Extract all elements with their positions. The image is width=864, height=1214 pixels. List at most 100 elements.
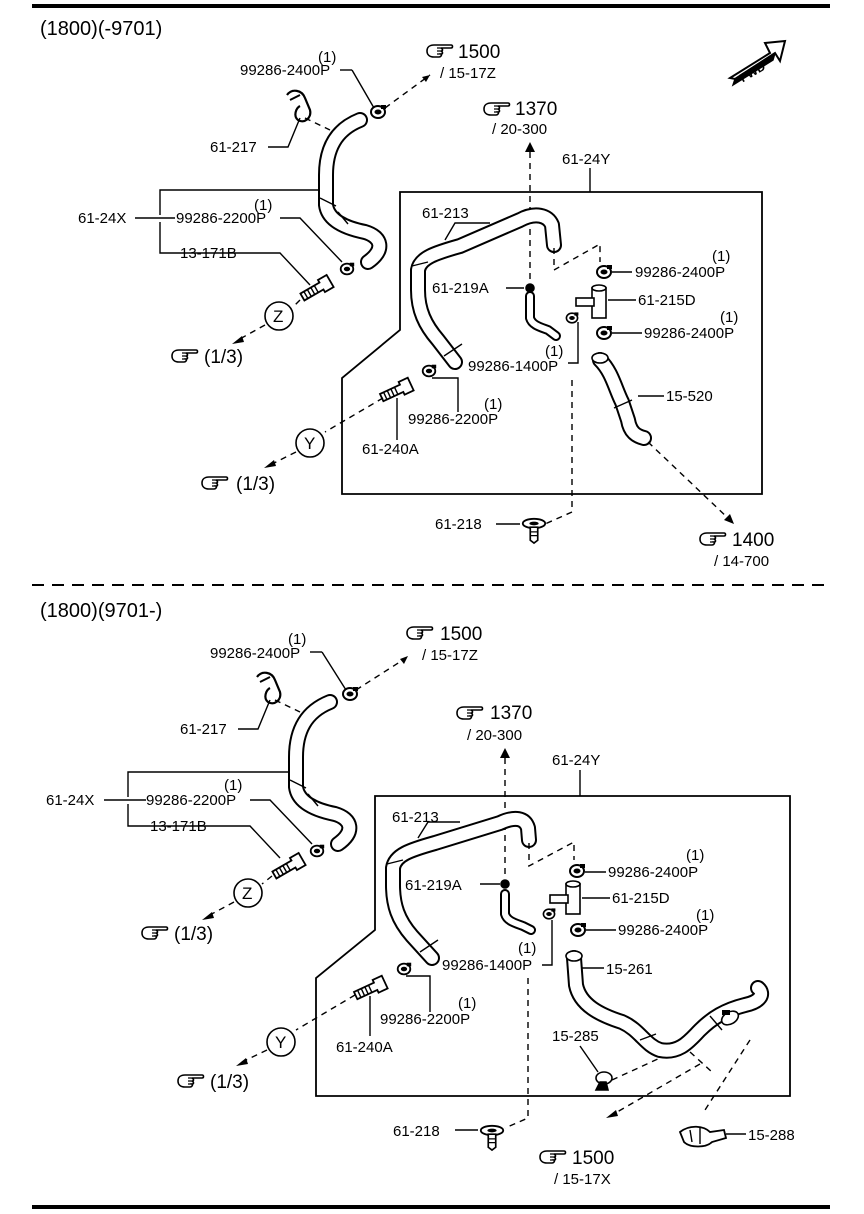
circle-z-label: Z bbox=[242, 884, 252, 903]
qty-clamp-x: (1) bbox=[224, 777, 242, 794]
section-1: (1800)(-9701) FWD 99286-2400P (1) 61-217 bbox=[32, 4, 830, 570]
label-clip-218: 61-218 bbox=[435, 516, 482, 533]
circle-y-label: Y bbox=[275, 1033, 286, 1052]
reference-hand-icon bbox=[201, 476, 229, 490]
hose-clamp-end-icon bbox=[720, 1010, 740, 1026]
label-bracket: 61-217 bbox=[180, 721, 227, 738]
label-clamp-22b: 99286-2200P bbox=[408, 411, 498, 428]
joint-icon bbox=[575, 284, 607, 319]
clamp-icon bbox=[565, 311, 580, 324]
label-fitting-219a: 61-219A bbox=[405, 877, 462, 894]
section-2: (1800)(9701-) 99286-2400P (1) 61-217 150… bbox=[40, 600, 795, 1188]
circle-z bbox=[233, 878, 263, 908]
assembly-box-61-24y bbox=[341, 191, 763, 495]
label-clamp-top: 99286-2400P bbox=[210, 645, 300, 662]
label-fitting-240a: 61-240A bbox=[336, 1039, 393, 1056]
clamp-icon bbox=[596, 264, 613, 279]
clamp-icon bbox=[421, 363, 438, 378]
clamp-icon bbox=[570, 922, 587, 937]
label-clamp-u2: 99286-2400P bbox=[644, 325, 734, 342]
label-fitting-x: 13-171B bbox=[150, 818, 207, 835]
frac-y: (1/3) bbox=[236, 474, 275, 495]
label-hose-low: 15-520 bbox=[666, 388, 713, 405]
ref-low-sub: / 15-17X bbox=[554, 1171, 611, 1188]
fitting-icon bbox=[377, 376, 415, 405]
label-clamp-14: 99286-1400P bbox=[468, 358, 558, 375]
reference-hand-icon bbox=[177, 1074, 205, 1088]
fitting-icon bbox=[270, 852, 307, 882]
section-2-header: (1800)(9701-) bbox=[40, 600, 162, 622]
circle-z-label: Z bbox=[273, 307, 283, 326]
ref-low-num: 1500 bbox=[572, 1148, 614, 1169]
ref-low-num: 1400 bbox=[732, 530, 774, 551]
clamp-icon bbox=[542, 907, 557, 920]
frac-z: (1/3) bbox=[174, 924, 213, 945]
label-bracket: 61-217 bbox=[210, 139, 257, 156]
label-clamp-u1: 99286-2400P bbox=[608, 864, 698, 881]
ref-low-sub: / 14-700 bbox=[714, 553, 769, 570]
label-joint-215d: 61-215D bbox=[638, 292, 696, 309]
push-clip-icon bbox=[479, 1124, 505, 1152]
label-clamp-top: 99286-2400P bbox=[240, 62, 330, 79]
qty-clamp-22b: (1) bbox=[484, 396, 502, 413]
qty-clamp-u1: (1) bbox=[686, 847, 704, 864]
qty-clamp-x: (1) bbox=[254, 197, 272, 214]
reference-hand-icon bbox=[456, 706, 484, 720]
ref-1500-sub: / 15-17Z bbox=[440, 65, 496, 82]
reference-hand-icon bbox=[699, 532, 727, 546]
ref-1370-num: 1370 bbox=[515, 99, 557, 120]
label-clamp-22b: 99286-2200P bbox=[380, 1011, 470, 1028]
circle-y-label: Y bbox=[304, 434, 315, 453]
qty-clamp-u2: (1) bbox=[696, 907, 714, 924]
qty-clamp-14: (1) bbox=[518, 940, 536, 957]
joint-icon bbox=[549, 880, 581, 915]
reference-hand-icon bbox=[426, 44, 454, 58]
clip-288-icon bbox=[678, 1125, 728, 1148]
circle-y bbox=[266, 1027, 296, 1057]
qty-clamp-14: (1) bbox=[545, 343, 563, 360]
label-hose-x: 61-24X bbox=[78, 210, 126, 227]
clamp-icon bbox=[309, 843, 326, 858]
ref-1500-num: 1500 bbox=[440, 624, 482, 645]
ref-1500-num: 1500 bbox=[458, 42, 500, 63]
bracket-icon bbox=[286, 89, 312, 123]
label-fitting-240a: 61-240A bbox=[362, 441, 419, 458]
section-1-header: (1800)(-9701) bbox=[40, 18, 162, 40]
reference-hand-icon bbox=[171, 349, 199, 363]
label-clip-288: 15-288 bbox=[748, 1127, 795, 1144]
circle-z bbox=[264, 301, 294, 331]
qty-clamp-u2: (1) bbox=[720, 309, 738, 326]
qty-clamp-top: (1) bbox=[318, 49, 336, 66]
ref-1500-sub: / 15-17Z bbox=[422, 647, 478, 664]
fwd-arrow-icon: FWD bbox=[727, 39, 787, 87]
reference-hand-icon bbox=[406, 626, 434, 640]
label-clip-285: 15-285 bbox=[552, 1028, 599, 1045]
label-clip-218: 61-218 bbox=[393, 1123, 440, 1140]
reference-hand-icon bbox=[539, 1150, 567, 1164]
ref-1370-sub: / 20-300 bbox=[467, 727, 522, 744]
label-hose-213: 61-213 bbox=[422, 205, 469, 222]
frac-z: (1/3) bbox=[204, 347, 243, 368]
qty-clamp-top: (1) bbox=[288, 631, 306, 648]
ref-1370-sub: / 20-300 bbox=[492, 121, 547, 138]
assembly-box-61-24y bbox=[315, 795, 791, 1097]
label-hose-low: 15-261 bbox=[606, 961, 653, 978]
label-fitting-219a: 61-219A bbox=[432, 280, 489, 297]
label-hose-x: 61-24X bbox=[46, 792, 94, 809]
push-clip-icon bbox=[521, 517, 547, 545]
label-clamp-u2: 99286-2400P bbox=[618, 922, 708, 939]
label-clamp-14: 99286-1400P bbox=[442, 957, 532, 974]
circle-y bbox=[295, 428, 325, 458]
label-hose-213: 61-213 bbox=[392, 809, 439, 826]
label-joint-215d: 61-215D bbox=[612, 890, 670, 907]
label-hose-y: 61-24Y bbox=[562, 151, 610, 168]
frac-y: (1/3) bbox=[210, 1072, 249, 1093]
clamp-icon bbox=[396, 961, 413, 976]
label-fitting-x: 13-171B bbox=[180, 245, 237, 262]
label-hose-y: 61-24Y bbox=[552, 752, 600, 769]
clip-285-icon bbox=[594, 1071, 613, 1091]
label-clamp-x: 99286-2200P bbox=[146, 792, 236, 809]
clamp-icon bbox=[569, 863, 586, 878]
clamp-icon bbox=[596, 325, 613, 340]
